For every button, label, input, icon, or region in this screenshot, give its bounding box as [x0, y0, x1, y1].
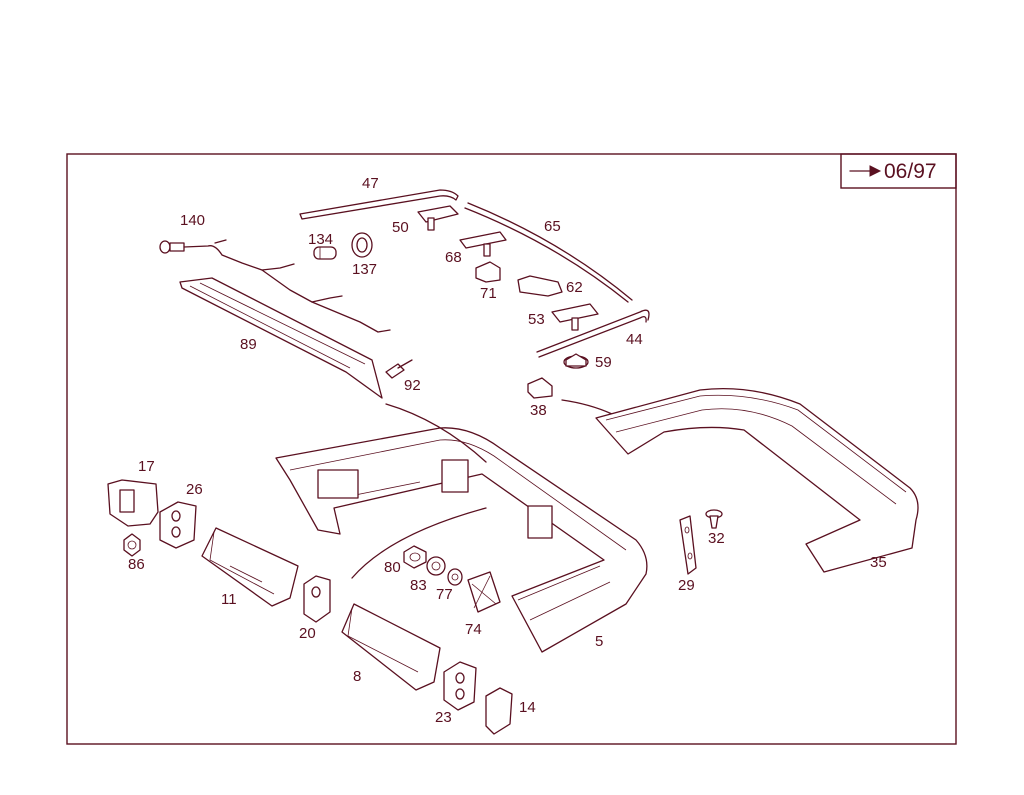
- part-32-screw: [705, 509, 723, 529]
- part-77-spacer: [447, 568, 463, 586]
- label-86: 86: [128, 556, 145, 573]
- label-74: 74: [465, 621, 482, 638]
- label-20: 20: [299, 625, 316, 642]
- part-11-energy-absorber: [201, 527, 299, 607]
- label-80: 80: [384, 559, 401, 576]
- part-53-bracket: [551, 303, 599, 331]
- label-5: 5: [595, 633, 603, 650]
- label-71: 71: [480, 285, 497, 302]
- part-44-molding-strip: [536, 309, 650, 358]
- label-62: 62: [566, 279, 583, 296]
- part-62-bracket: [517, 275, 563, 297]
- part-74-pad: [467, 571, 501, 613]
- label-59: 59: [595, 354, 612, 371]
- part-17-side-bracket: [107, 479, 159, 527]
- part-137-grommet: [351, 232, 373, 258]
- part-50-bracket: [417, 205, 459, 231]
- part-86-nut: [123, 533, 141, 557]
- part-134-socket: [313, 246, 337, 260]
- label-17: 17: [138, 458, 155, 475]
- badge-text: 06/97: [884, 160, 937, 183]
- label-89: 89: [240, 336, 257, 353]
- part-23-hinge: [443, 661, 477, 711]
- label-38: 38: [530, 402, 547, 419]
- part-89-reflector-strip: [179, 277, 383, 399]
- label-50: 50: [392, 219, 409, 236]
- label-92: 92: [404, 377, 421, 394]
- diagram-frame: [66, 153, 957, 745]
- pointer-arrow-80: [351, 507, 487, 579]
- pointer-arrow-89: [385, 403, 487, 463]
- label-14: 14: [519, 699, 536, 716]
- part-80-nut: [403, 545, 427, 569]
- label-140: 140: [180, 212, 205, 229]
- label-65: 65: [544, 218, 561, 235]
- label-83: 83: [410, 577, 427, 594]
- label-44: 44: [626, 331, 643, 348]
- part-83-washer: [426, 556, 446, 576]
- label-134: 134: [308, 231, 333, 248]
- label-35: 35: [870, 554, 887, 571]
- part-8-energy-absorber: [341, 603, 441, 691]
- part-71-clip: [475, 261, 501, 283]
- label-11: 11: [221, 591, 237, 608]
- label-77: 77: [436, 586, 453, 603]
- part-65-molding-strip: [467, 202, 633, 301]
- label-32: 32: [708, 530, 725, 547]
- label-8: 8: [353, 668, 361, 685]
- part-38-clip: [527, 377, 553, 399]
- label-53: 53: [528, 311, 545, 328]
- part-29-bracket: [679, 515, 697, 575]
- pointer-arrow-38: [561, 399, 613, 415]
- label-26: 26: [186, 481, 203, 498]
- revision-badge: 06/97: [840, 153, 957, 189]
- label-23: 23: [435, 709, 452, 726]
- part-92-plug: [385, 359, 413, 379]
- part-140-wiring-harness: [159, 239, 391, 333]
- part-labels: 47 140 134 137 50 65 68 71 62 53 44 59 8…: [128, 175, 887, 726]
- part-68-bracket: [459, 231, 507, 257]
- part-47-trim-strip: [299, 189, 459, 220]
- part-5-bumper-assembly: [275, 427, 648, 653]
- part-26-hinge: [159, 501, 197, 549]
- label-29: 29: [678, 577, 695, 594]
- part-59-nut: [563, 353, 589, 369]
- label-47: 47: [362, 175, 379, 192]
- part-20-bracket: [303, 575, 331, 623]
- label-68: 68: [445, 249, 462, 266]
- label-137: 137: [352, 261, 377, 278]
- part-35-bumper-cover: [595, 388, 919, 573]
- part-14-end-cap: [485, 687, 513, 735]
